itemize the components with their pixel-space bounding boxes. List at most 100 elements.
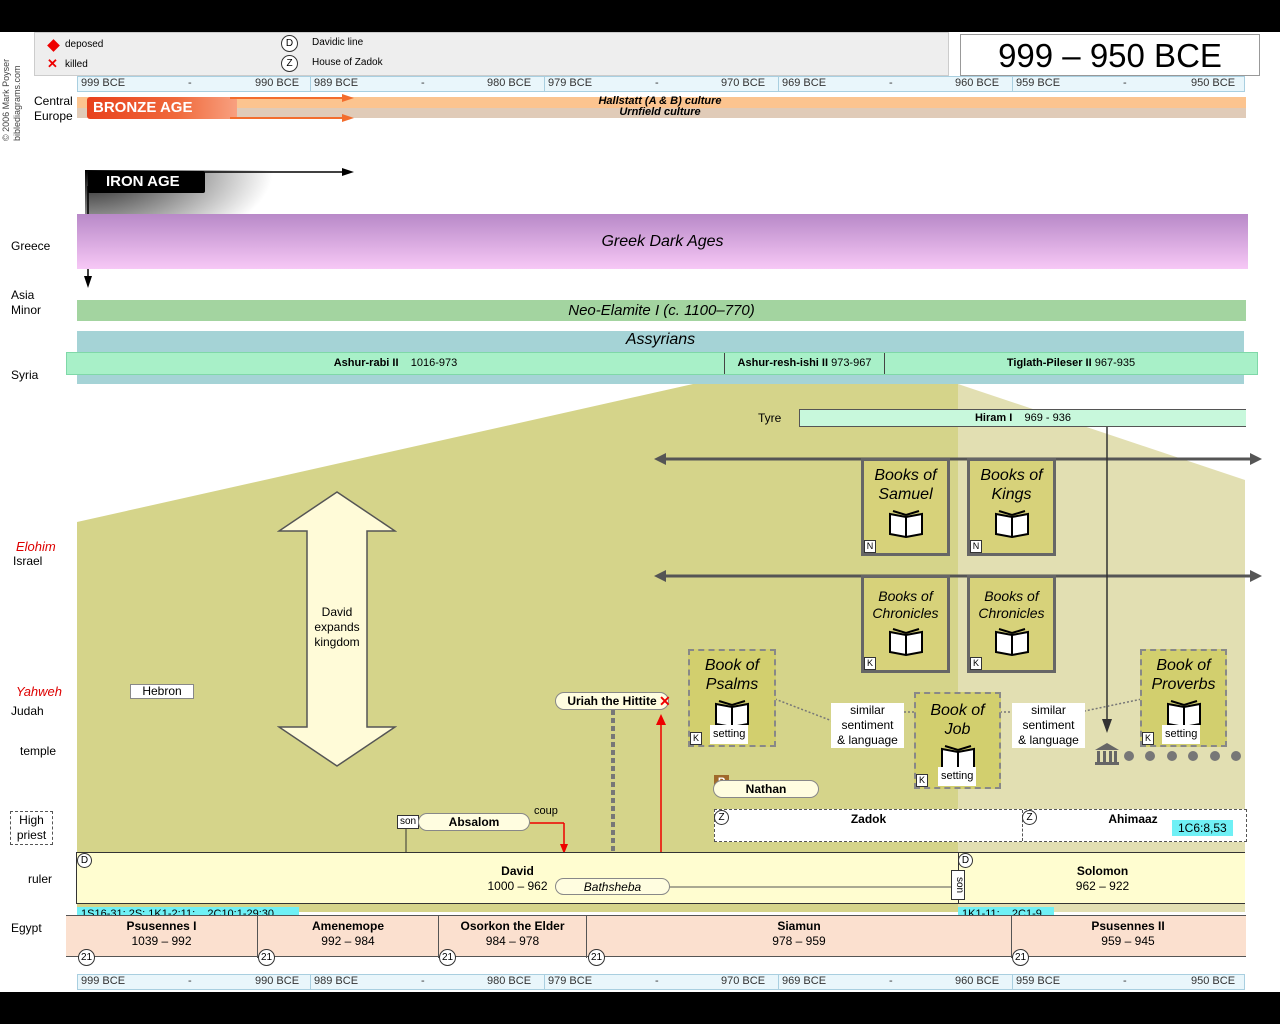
absalom-lines — [405, 822, 568, 854]
book-icon — [994, 510, 1029, 538]
label-greece: Greece — [11, 239, 51, 253]
greek-dark-ages-band: Greek Dark Ages — [77, 214, 1248, 269]
legend-davidic: Davidic line — [312, 37, 364, 48]
copyright-text: © 2006 Mark Poyser — [1, 58, 11, 141]
hiram-arrow — [1102, 427, 1112, 733]
deposed-icon — [47, 39, 60, 52]
nathan-pill: Nathan — [713, 780, 819, 798]
setting-label: setting — [710, 725, 749, 744]
absalom-pill: Absalom — [418, 813, 530, 831]
urnfield-bar — [77, 108, 1246, 118]
legend-killed: killed — [65, 59, 88, 70]
label-yahweh: Yahweh — [16, 684, 63, 699]
zadok-label: Zadok — [850, 812, 887, 826]
ahimaaz-ref[interactable]: 1C6:8,53 — [1172, 820, 1233, 836]
davidic-symbol: D — [958, 853, 973, 868]
badge-k: K — [690, 732, 702, 745]
label-elohim: Elohim — [16, 539, 56, 554]
dynasty-badge: 21 — [258, 949, 275, 966]
zadok-symbol: Z — [714, 810, 729, 825]
book-icon — [888, 628, 923, 656]
bathsheba-line — [668, 886, 958, 888]
dynasty-badge: 21 — [78, 949, 95, 966]
killed-icon: ✕ — [47, 56, 58, 71]
badge-k: K — [864, 657, 876, 670]
label-israel: Israel — [13, 554, 43, 568]
book-icon — [994, 628, 1029, 656]
label-judah: Judah — [11, 704, 44, 718]
badge-k: K — [916, 774, 928, 787]
son-label: son — [397, 815, 419, 829]
hebron-label: Hebron — [130, 684, 194, 699]
label-temple: temple — [20, 744, 57, 758]
bronze-arrows — [230, 94, 354, 122]
zadok-symbol: Z — [281, 55, 298, 72]
expand-arrow — [277, 491, 397, 767]
hallstatt-bar — [77, 97, 1246, 108]
legend-zadok: House of Zadok — [312, 57, 383, 68]
badge-n: N — [970, 540, 982, 553]
davidic-symbol: D — [77, 853, 92, 868]
davidic-symbol: D — [281, 35, 298, 52]
scripture-arrows — [654, 453, 1262, 582]
ashur-rabi: Ashur-rabi II 1016-973 — [67, 353, 725, 374]
zadok-symbol: Z — [1022, 810, 1037, 825]
hiram-bar: Hiram I 969 - 936 — [799, 409, 1246, 427]
credit: © 2006 Mark Poyser biblediagrams.com — [1, 32, 25, 141]
legend-deposed: deposed — [65, 39, 104, 50]
assyrian-kings-row: Ashur-rabi II 1016-973 Ashur-resh-ishi I… — [66, 352, 1258, 375]
temple-icon — [1095, 743, 1119, 765]
iron-age-banner: IRON AGE — [88, 171, 205, 193]
dynasty-badge: 21 — [588, 949, 605, 966]
dynasty-badge: 21 — [1012, 949, 1029, 966]
killed-icon: ✕ — [659, 693, 671, 709]
legend: deposed ✕ killed D Davidic line Z House … — [34, 32, 949, 76]
label-ruler: ruler — [28, 872, 53, 886]
coup-label: coup — [534, 805, 558, 817]
year-scale-bottom: 999 BCE-990 BCE 989 BCE-980 BCE 979 BCE-… — [77, 974, 1245, 990]
bathsheba-pill: Bathsheba — [555, 878, 670, 895]
page-title: 999 – 950 BCE — [960, 34, 1260, 76]
urnfield-label: Urnfield culture — [619, 106, 701, 118]
badge-k: K — [1142, 732, 1154, 745]
book-icon — [1166, 700, 1201, 728]
badge-k: K — [970, 657, 982, 670]
ashur-resh-ishi: Ashur-resh-ishi II 973-967 — [725, 353, 885, 374]
neo-elamite-band: Neo-Elamite I (c. 1100–770) — [77, 300, 1246, 321]
timeline-chart: © 2006 Mark Poyser biblediagrams.com dep… — [0, 32, 1280, 992]
ahimaaz-label: Ahimaaz — [1108, 812, 1158, 826]
bronze-age-banner: BRONZE AGE — [87, 97, 237, 119]
zadok-divider — [1022, 810, 1023, 841]
uriah-pill: Uriah the Hittite — [555, 692, 669, 710]
label-egypt: Egypt — [11, 921, 42, 935]
zadok-bar: Zadok Ahimaaz — [714, 809, 1247, 842]
book-icon — [888, 510, 923, 538]
tiglath-pileser: Tiglath-Pileser II 967-935 — [1006, 357, 1136, 369]
website-text: biblediagrams.com — [12, 65, 22, 141]
book-icon — [715, 700, 749, 728]
badge-n: N — [864, 540, 876, 553]
setting-label: setting — [938, 767, 977, 786]
tyre-label: Tyre — [758, 411, 782, 425]
temple-dots — [1124, 751, 1241, 761]
hallstatt-label: Hallstatt (A & B) culture — [598, 95, 722, 107]
